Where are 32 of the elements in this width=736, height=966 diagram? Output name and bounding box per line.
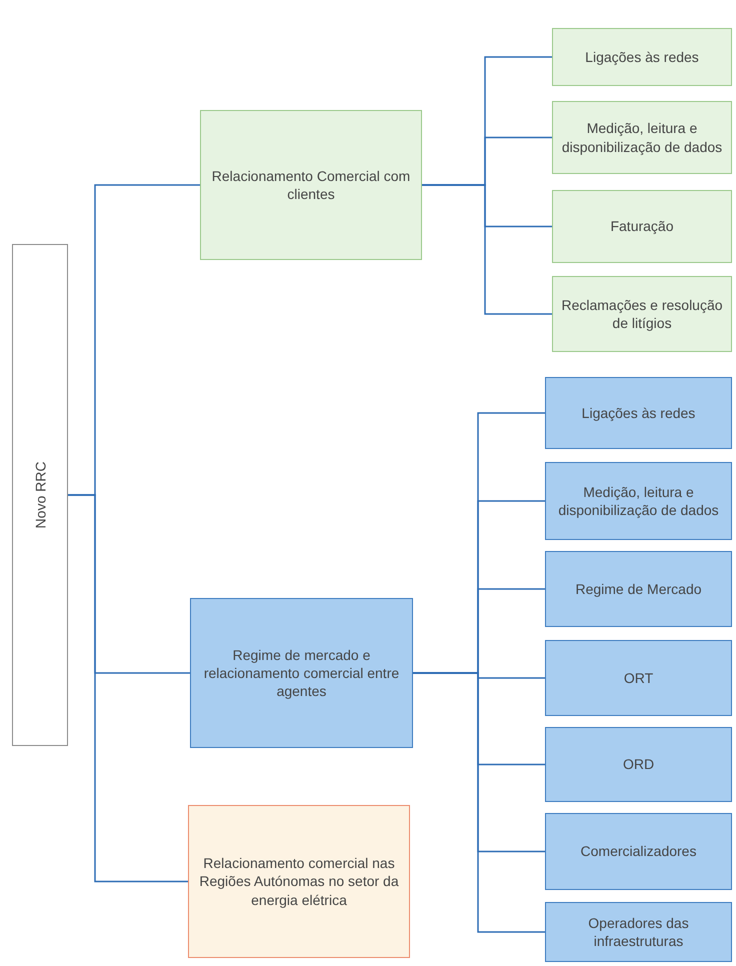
node-label: Regime de Mercado xyxy=(575,580,702,598)
root-box xyxy=(12,244,68,746)
connector-line xyxy=(422,184,552,315)
node-label: Comercializadores xyxy=(580,842,696,861)
node-label: Medição, leitura e disponibilização de dados xyxy=(561,119,723,156)
connector-line xyxy=(68,494,188,882)
category-box xyxy=(545,551,732,627)
node-label: Reclamações e resolução de litígios xyxy=(561,296,723,332)
category-box xyxy=(552,28,732,86)
category-box xyxy=(545,377,732,449)
node-label: ORT xyxy=(624,668,654,688)
category-box xyxy=(545,813,732,890)
node-label: Faturação xyxy=(610,217,674,236)
node-label: Relacionamento Comercial com clientes xyxy=(210,166,412,204)
node-label: Relacionamento comercial nas Regiões Autónomas no setor da energia elétrica xyxy=(198,854,400,909)
category-box xyxy=(545,462,732,540)
category-box xyxy=(552,190,732,263)
category-box xyxy=(190,598,413,748)
node-label: Novo RRC xyxy=(32,462,48,528)
node-label: Regime de mercado e relacionamento comercial entre agentes xyxy=(202,646,400,700)
category-box xyxy=(188,805,410,958)
category-box xyxy=(552,276,732,352)
node-label: ORD xyxy=(622,755,654,774)
category-box xyxy=(545,727,732,802)
node-label: Ligações às redes xyxy=(582,404,696,422)
category-box xyxy=(200,110,422,260)
node-label: Ligações às redes xyxy=(585,48,699,66)
node-label: Medição, leitura e disponibilização de dados xyxy=(557,482,720,520)
category-box xyxy=(545,902,732,962)
category-box xyxy=(552,101,732,174)
category-box xyxy=(545,640,732,716)
node-label: Operadores das infraestruturas xyxy=(587,914,690,950)
